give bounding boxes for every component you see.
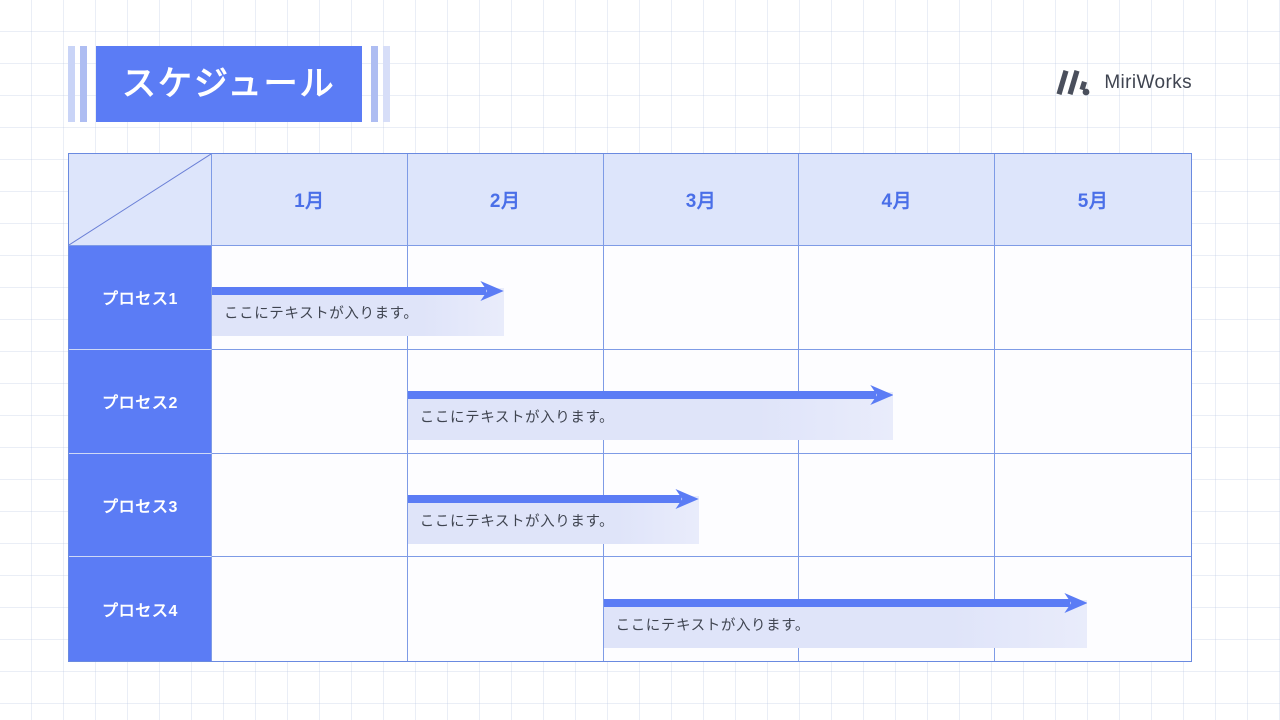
schedule-table: 1月 2月 3月 4月 5月 プロセス1 プロセス2 [68, 153, 1192, 662]
process-label: プロセス1 [102, 291, 178, 309]
row-header-process-2: プロセス2 [69, 349, 212, 454]
column-header-month-5: 5月 [995, 154, 1191, 246]
title-decoration-bar-right-inner [370, 46, 378, 122]
row-header-process-1: プロセス1 [69, 246, 212, 350]
table-cell [799, 349, 996, 454]
table-cell [995, 557, 1191, 661]
month-label: 3月 [685, 191, 717, 212]
miriworks-logo-icon [1056, 70, 1090, 96]
table-cell [995, 349, 1191, 454]
row-header-process-4: プロセス4 [69, 557, 212, 661]
title-decoration-bar-right-outer [382, 46, 390, 122]
column-header-month-3: 3月 [603, 154, 800, 246]
table-cell [407, 349, 604, 454]
row-header-process-3: プロセス3 [69, 453, 212, 558]
page-header: スケジュール MiriWorks [0, 0, 1280, 150]
table-corner-cell [69, 154, 212, 246]
column-header-month-2: 2月 [407, 154, 604, 246]
column-header-month-1: 1月 [212, 154, 408, 246]
table-cell [799, 246, 996, 350]
title-group: スケジュール [68, 46, 395, 122]
table-cell [799, 557, 996, 661]
month-label: 2月 [489, 191, 521, 212]
table-cell [407, 246, 604, 350]
table-cell [407, 453, 604, 558]
table-cell [212, 246, 408, 350]
title-decoration-bar-left-inner [80, 46, 87, 122]
diagonal-divider-icon [69, 154, 211, 245]
process-label: プロセス4 [102, 603, 178, 621]
process-label: プロセス2 [102, 395, 178, 413]
table-cell [407, 557, 604, 661]
table-cell [995, 453, 1191, 558]
brand-logo: MiriWorks [1053, 68, 1192, 98]
table-cell [603, 453, 800, 558]
month-label: 1月 [294, 191, 325, 212]
column-header-month-4: 4月 [799, 154, 996, 246]
title-decoration-bar-left-outer [68, 46, 75, 122]
table-cell [212, 453, 408, 558]
page-title-box: スケジュール [96, 46, 362, 122]
table-cell [212, 349, 408, 454]
process-label: プロセス3 [102, 498, 178, 516]
month-label: 5月 [1077, 191, 1109, 212]
page-title: スケジュール [122, 65, 336, 103]
table-cell [603, 349, 800, 454]
table-cell [799, 453, 996, 558]
table-cell [603, 246, 800, 350]
schedule-grid: 1月 2月 3月 4月 5月 プロセス1 プロセス2 [69, 154, 1191, 661]
table-cell [212, 557, 408, 661]
month-label: 4月 [881, 191, 913, 212]
table-cell [603, 557, 800, 661]
table-cell [995, 246, 1191, 350]
brand-name: MiriWorks [1104, 72, 1192, 93]
